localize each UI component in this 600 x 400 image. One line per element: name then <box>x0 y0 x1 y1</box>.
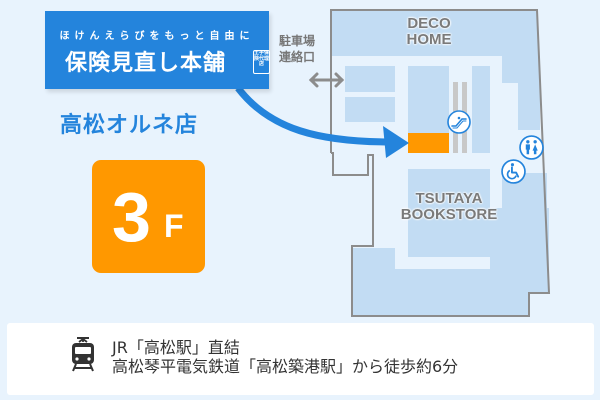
label-parking-connection: 駐車場 連絡口 <box>279 33 315 65</box>
access-kotoden: 高松琴平電気鉄道「高松築港駅」から徒歩約6分 <box>112 357 459 376</box>
access-info-bar <box>7 323 594 395</box>
brand-logo: ほけんえらびをもっと自由に 保険見直し本舗 王手保険代理店 <box>45 11 270 89</box>
label-line: BOOKSTORE <box>400 205 498 223</box>
floor-outline <box>330 9 551 317</box>
label-line: 連絡口 <box>279 50 316 65</box>
brand-name: 保険見直し本舗 <box>65 51 227 76</box>
label-line: 駐車場 <box>279 34 316 48</box>
direction-arrowhead <box>383 126 409 158</box>
label-line: DECO <box>407 15 451 32</box>
floor-unit: F <box>164 208 184 244</box>
escalator-icon <box>447 110 471 134</box>
train-icon <box>72 337 94 372</box>
direction-arrow <box>235 85 393 146</box>
double-arrow-icon <box>308 72 345 88</box>
label-deco-home: DECO HOME <box>398 16 460 48</box>
store-blocks <box>332 11 549 315</box>
floor-number: 3 <box>112 178 151 256</box>
brand-seal: 王手保険代理店 <box>253 50 270 74</box>
store-location-highlight <box>408 133 449 153</box>
label-tsutaya-bookstore: TSUTAYA BOOKSTORE <box>398 191 500 223</box>
wheelchair-icon <box>501 159 526 184</box>
label-line: TSUTAYA <box>415 190 483 207</box>
label-line: HOME <box>406 30 452 48</box>
brand-tagline: ほけんえらびをもっと自由に <box>59 31 255 42</box>
restroom-icon <box>519 135 544 160</box>
access-jr: JR「高松駅」直結 <box>112 338 240 357</box>
floor-badge: 3 F <box>92 160 205 273</box>
store-name: 高松オルネ店 <box>60 113 199 138</box>
